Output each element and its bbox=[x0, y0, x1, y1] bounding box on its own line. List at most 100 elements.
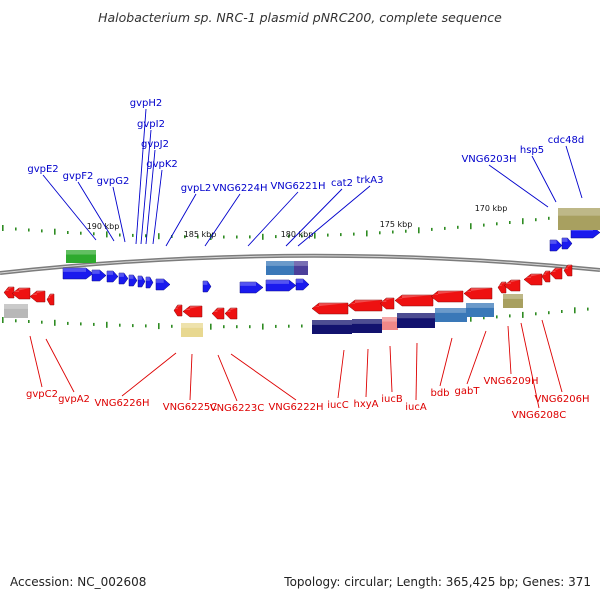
olive-block-box-shine bbox=[558, 208, 600, 216]
forward-gene-arrow bbox=[155, 278, 171, 291]
forward-gene-label: gvpK2 bbox=[146, 159, 178, 170]
reverse-callout-line bbox=[507, 325, 512, 375]
reverse-gene-arrow-shine bbox=[564, 265, 572, 269]
tick-mark bbox=[327, 233, 329, 237]
forward-callout-line bbox=[488, 164, 549, 208]
reverse-gene-arrow-shape bbox=[211, 307, 225, 320]
tick-mark bbox=[236, 325, 238, 329]
tick-mark bbox=[171, 324, 173, 328]
forward-gene-label: gvpJ2 bbox=[141, 139, 169, 150]
forward-gene-label: gvpI2 bbox=[137, 119, 165, 130]
navy-block-2 bbox=[352, 319, 382, 333]
forward-gene-arrow-shape bbox=[155, 278, 171, 291]
scale-label: 185 kbp bbox=[184, 230, 217, 239]
scale-label: 175 kbp bbox=[380, 220, 413, 229]
reverse-gene-arrow-shape bbox=[11, 287, 31, 300]
olive-small-box-shape bbox=[503, 294, 523, 308]
reverse-gene-arrow-shine bbox=[4, 287, 14, 291]
forward-callout-line bbox=[77, 181, 115, 242]
forward-gene-label: VNG6224H bbox=[212, 183, 267, 194]
reverse-gene-arrow bbox=[211, 307, 225, 320]
yellow-block-box-shine bbox=[181, 323, 203, 328]
tick-mark bbox=[106, 321, 108, 328]
tick-mark bbox=[249, 325, 251, 329]
map-title: Halobacterium sp. NRC-1 plasmid pNRC200,… bbox=[98, 10, 502, 25]
reverse-gene-label: iucC bbox=[327, 400, 349, 411]
tick-mark bbox=[483, 223, 485, 227]
tick-mark bbox=[249, 235, 251, 239]
yellow-block-box-shape bbox=[181, 323, 203, 337]
tick-mark bbox=[561, 310, 563, 313]
reverse-gene-arrow-shine bbox=[464, 288, 492, 292]
forward-gene-arrow bbox=[265, 279, 297, 292]
reverse-gene-arrow bbox=[541, 270, 551, 283]
reverse-gene-arrow-shape bbox=[541, 270, 551, 283]
reverse-callout-line bbox=[365, 348, 369, 398]
reverse-callout-line bbox=[189, 353, 193, 401]
blue-rev-block-1 bbox=[435, 308, 467, 322]
reverse-callout-line bbox=[121, 352, 177, 397]
reverse-gene-arrow bbox=[173, 304, 183, 317]
forward-gene-arrow-shape bbox=[295, 278, 310, 291]
forward-gene-arrow bbox=[128, 274, 138, 287]
pink-block-shine bbox=[382, 317, 398, 322]
reverse-gene-arrow-shine bbox=[348, 300, 382, 304]
tick-mark bbox=[587, 307, 589, 311]
gvp-cluster-box-shape bbox=[66, 250, 96, 263]
gvp-cluster-box bbox=[66, 250, 96, 263]
tick-mark bbox=[301, 324, 303, 328]
tick-mark bbox=[275, 235, 277, 239]
forward-gene-arrow-shape bbox=[265, 279, 297, 292]
forward-gene-label: cdc48d bbox=[548, 135, 584, 146]
reverse-gene-label: gvpA2 bbox=[58, 394, 90, 405]
tick-mark bbox=[197, 235, 199, 239]
forward-gene-arrow-shape bbox=[128, 274, 138, 287]
navy-block-2-shape bbox=[352, 319, 382, 333]
reverse-gene-label: VNG6208C bbox=[512, 410, 567, 421]
tick-mark bbox=[132, 233, 134, 237]
navy-block-3-shape bbox=[397, 313, 435, 328]
forward-gene-arrow-shine bbox=[203, 281, 208, 285]
tick-marks bbox=[2, 212, 589, 330]
reverse-gene-label: VNG6209H bbox=[483, 376, 538, 387]
forward-callout-line bbox=[42, 174, 97, 241]
tick-mark bbox=[470, 315, 472, 322]
reverse-gene-arrow-shine bbox=[12, 288, 30, 292]
reverse-gene-arrow bbox=[497, 281, 507, 294]
forward-gene-arrow bbox=[62, 267, 94, 280]
forward-gene-arrow bbox=[91, 269, 107, 282]
tick-mark bbox=[431, 227, 433, 231]
blue-rev-block-2-shine bbox=[466, 303, 494, 308]
reverse-callout-line bbox=[337, 349, 345, 399]
blue-rev-block-1-shape bbox=[435, 308, 467, 322]
tick-mark bbox=[15, 319, 17, 323]
forward-gene-arrow-shape bbox=[106, 270, 119, 283]
pink-block bbox=[382, 317, 398, 330]
tick-mark bbox=[236, 235, 238, 239]
forward-gene-arrow-shape bbox=[239, 281, 264, 294]
reverse-gene-arrow-shine bbox=[524, 274, 542, 278]
reverse-gene-arrow bbox=[29, 290, 46, 303]
scale-label: 190 kbp bbox=[87, 222, 120, 231]
forward-gene-arrow-shine bbox=[138, 276, 142, 280]
tick-mark bbox=[54, 228, 56, 235]
forward-gene-arrow-shape bbox=[62, 267, 94, 280]
scale-label: 170 kbp bbox=[475, 204, 508, 213]
forward-gene-label: gvpE2 bbox=[27, 164, 58, 175]
forward-gene-arrow bbox=[106, 270, 119, 283]
forward-gene-arrow-shape bbox=[145, 276, 154, 289]
forward-gene-arrow-shine bbox=[562, 238, 568, 242]
reverse-gene-arrow-shape bbox=[311, 302, 349, 315]
reverse-gene-arrow-shine bbox=[498, 282, 506, 286]
forward-callout-line bbox=[145, 149, 156, 245]
tick-mark bbox=[275, 324, 277, 328]
tick-mark bbox=[93, 322, 95, 326]
tick-mark bbox=[2, 225, 4, 231]
tick-mark bbox=[535, 312, 537, 316]
forward-gene-arrow-shape bbox=[91, 269, 107, 282]
reverse-gene-label: VNG6225C bbox=[163, 402, 218, 413]
reverse-callout-line bbox=[520, 322, 540, 409]
tick-mark bbox=[548, 311, 550, 315]
reverse-callout-line bbox=[415, 342, 418, 401]
